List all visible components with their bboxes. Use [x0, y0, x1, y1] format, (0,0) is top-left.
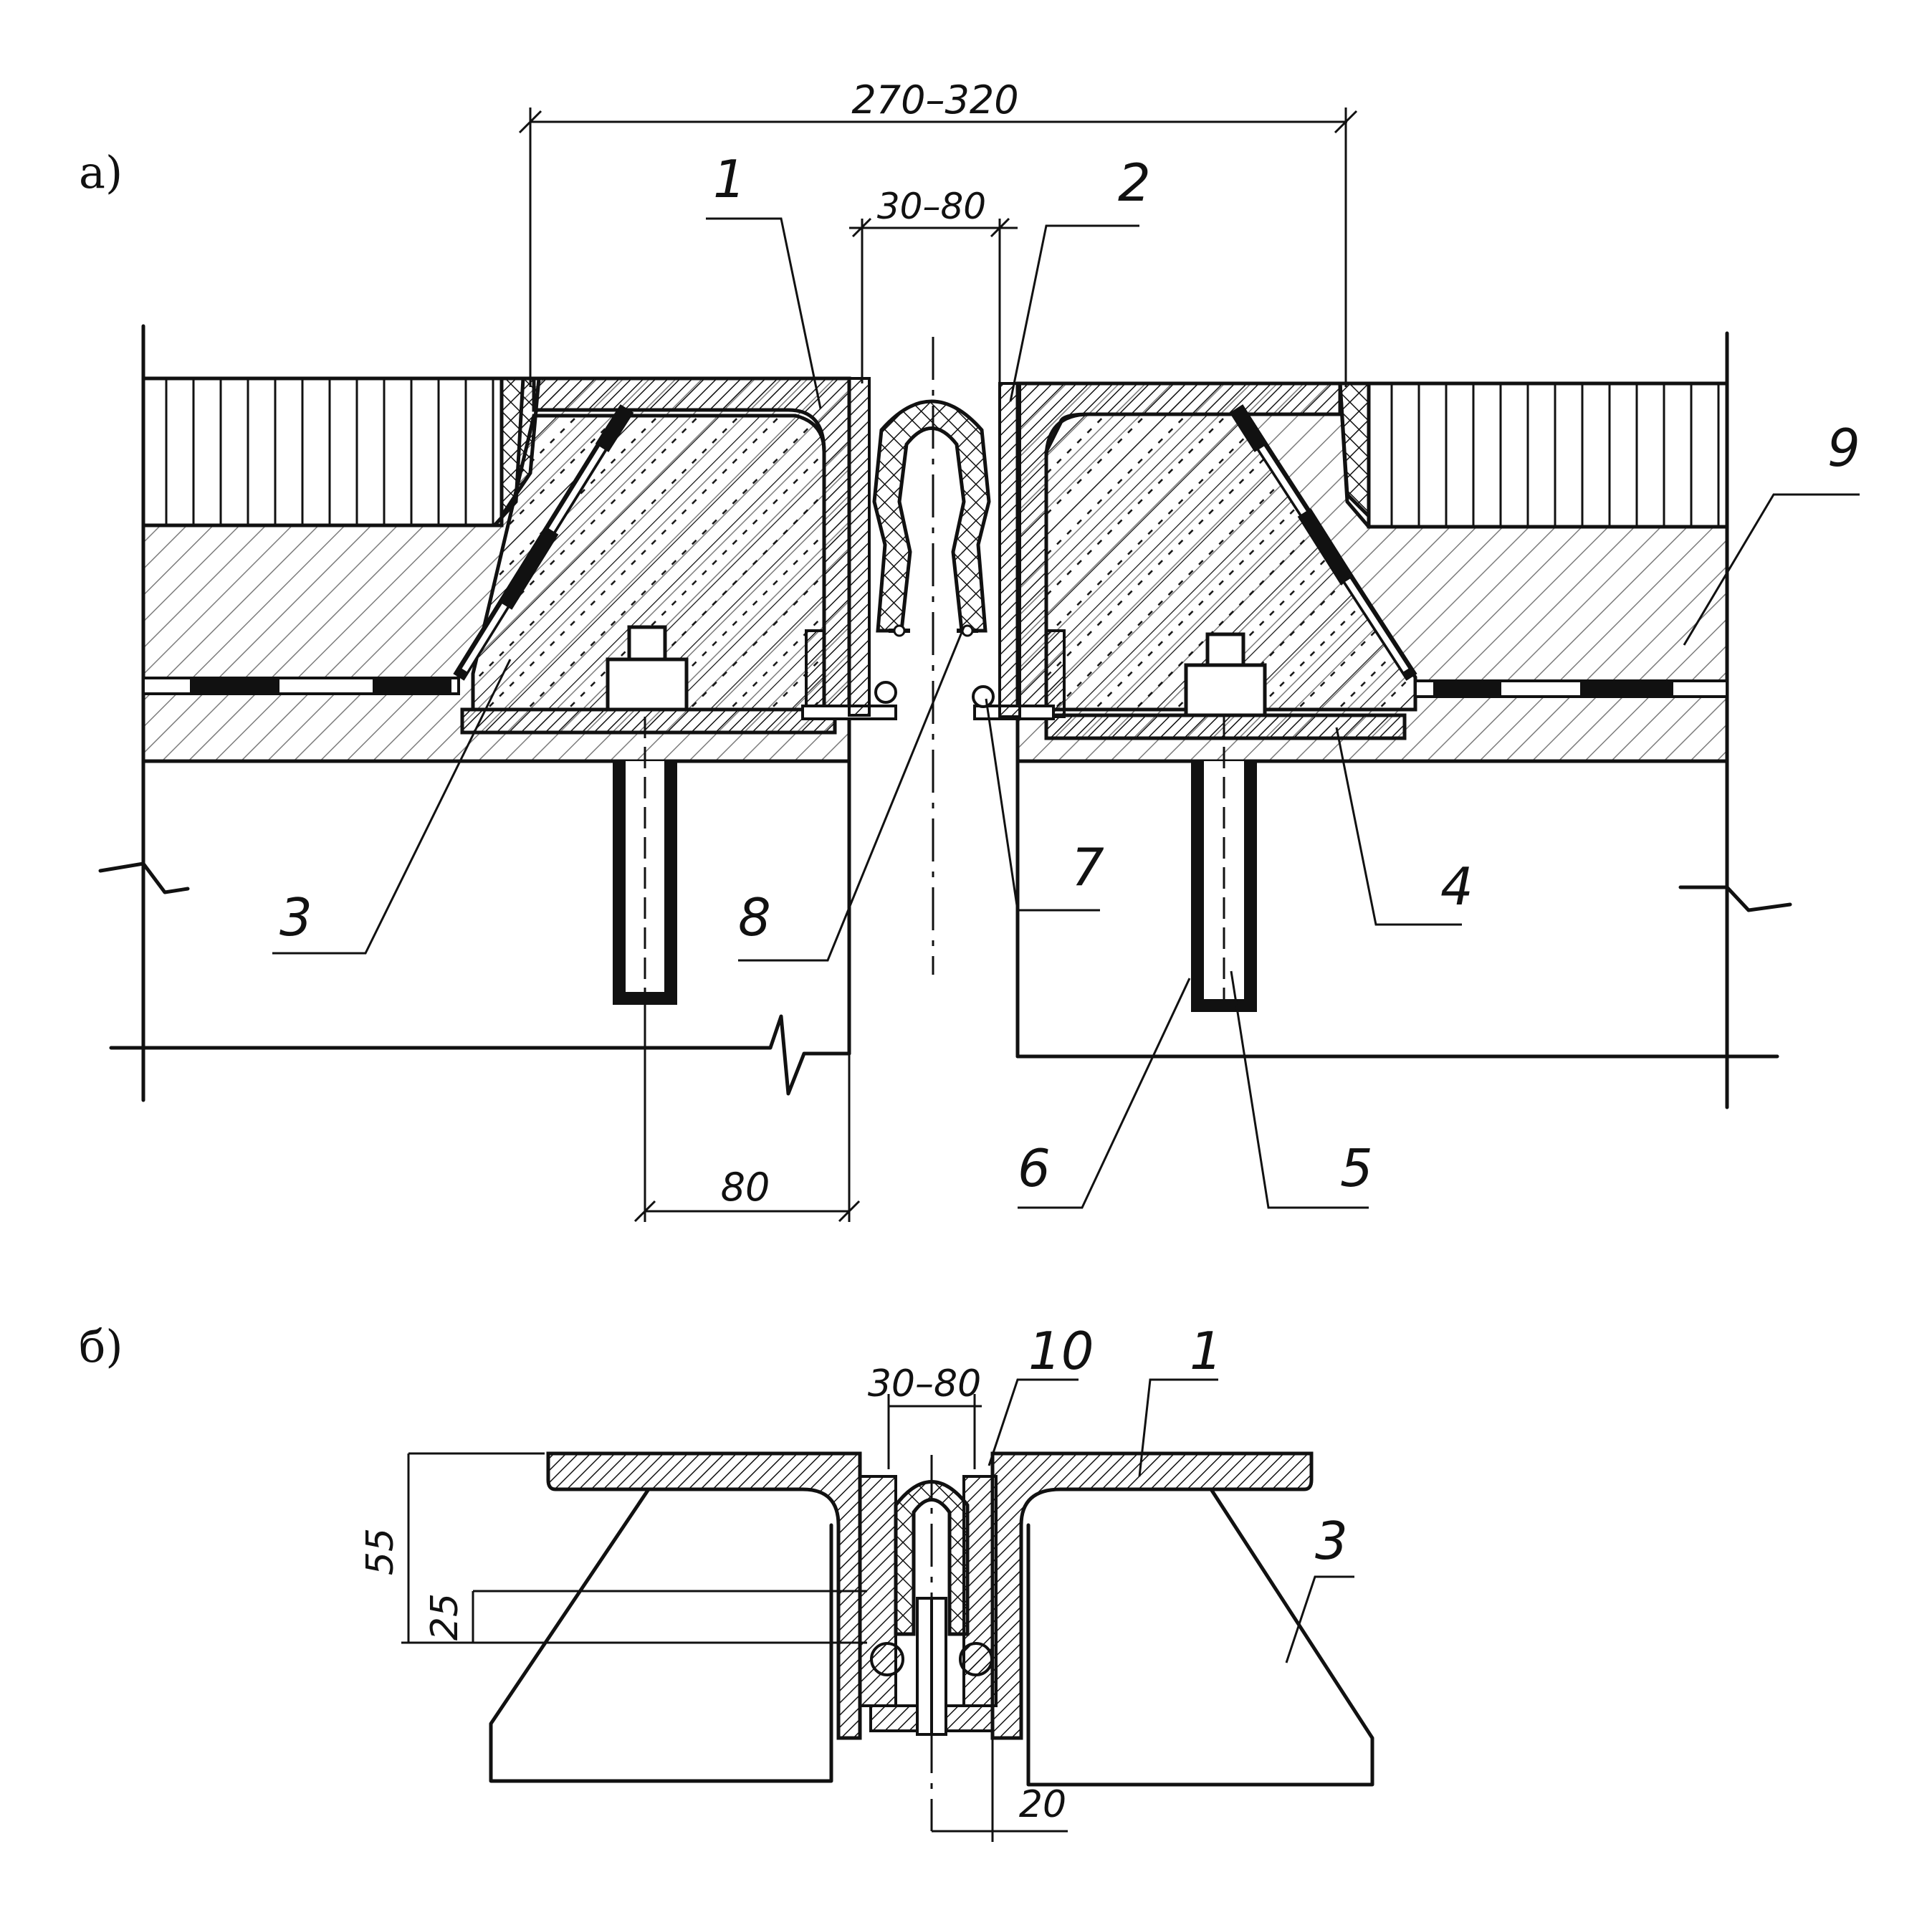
view-a: 270–320 30–80 80 1 2 3 4 5 6 7 8 9	[98, 77, 1860, 1223]
dim-anchor-offset: 80	[721, 1165, 770, 1210]
callout-2-a: 2	[1118, 153, 1151, 213]
dim-gap-a: 30–80	[877, 186, 986, 227]
callout-9-a: 9	[1827, 418, 1860, 478]
dim-height-total: 55	[359, 1528, 402, 1575]
callout-1-b: 1	[1190, 1321, 1223, 1381]
callout-1-a: 1	[713, 149, 746, 209]
dim-overall-width: 270–320	[851, 77, 1018, 123]
callout-4-a: 4	[1440, 856, 1473, 917]
callout-3-a: 3	[279, 887, 312, 947]
callout-8-a: 8	[738, 887, 771, 947]
callout-5-a: 5	[1340, 1138, 1373, 1198]
dim-bottom: 20	[1019, 1783, 1066, 1826]
view-b: 30–80 55 25 20 10 1 3	[359, 1321, 1374, 1842]
callout-6-a: 6	[1018, 1138, 1051, 1198]
callout-3-b: 3	[1315, 1511, 1348, 1571]
dim-height-lower: 25	[424, 1593, 467, 1641]
dim-gap-b: 30–80	[868, 1362, 981, 1405]
panel-label-a: а)	[79, 146, 123, 199]
callout-7-a: 7	[1071, 837, 1104, 897]
callout-10-b: 10	[1028, 1321, 1094, 1381]
panel-label-b: б)	[79, 1320, 123, 1372]
